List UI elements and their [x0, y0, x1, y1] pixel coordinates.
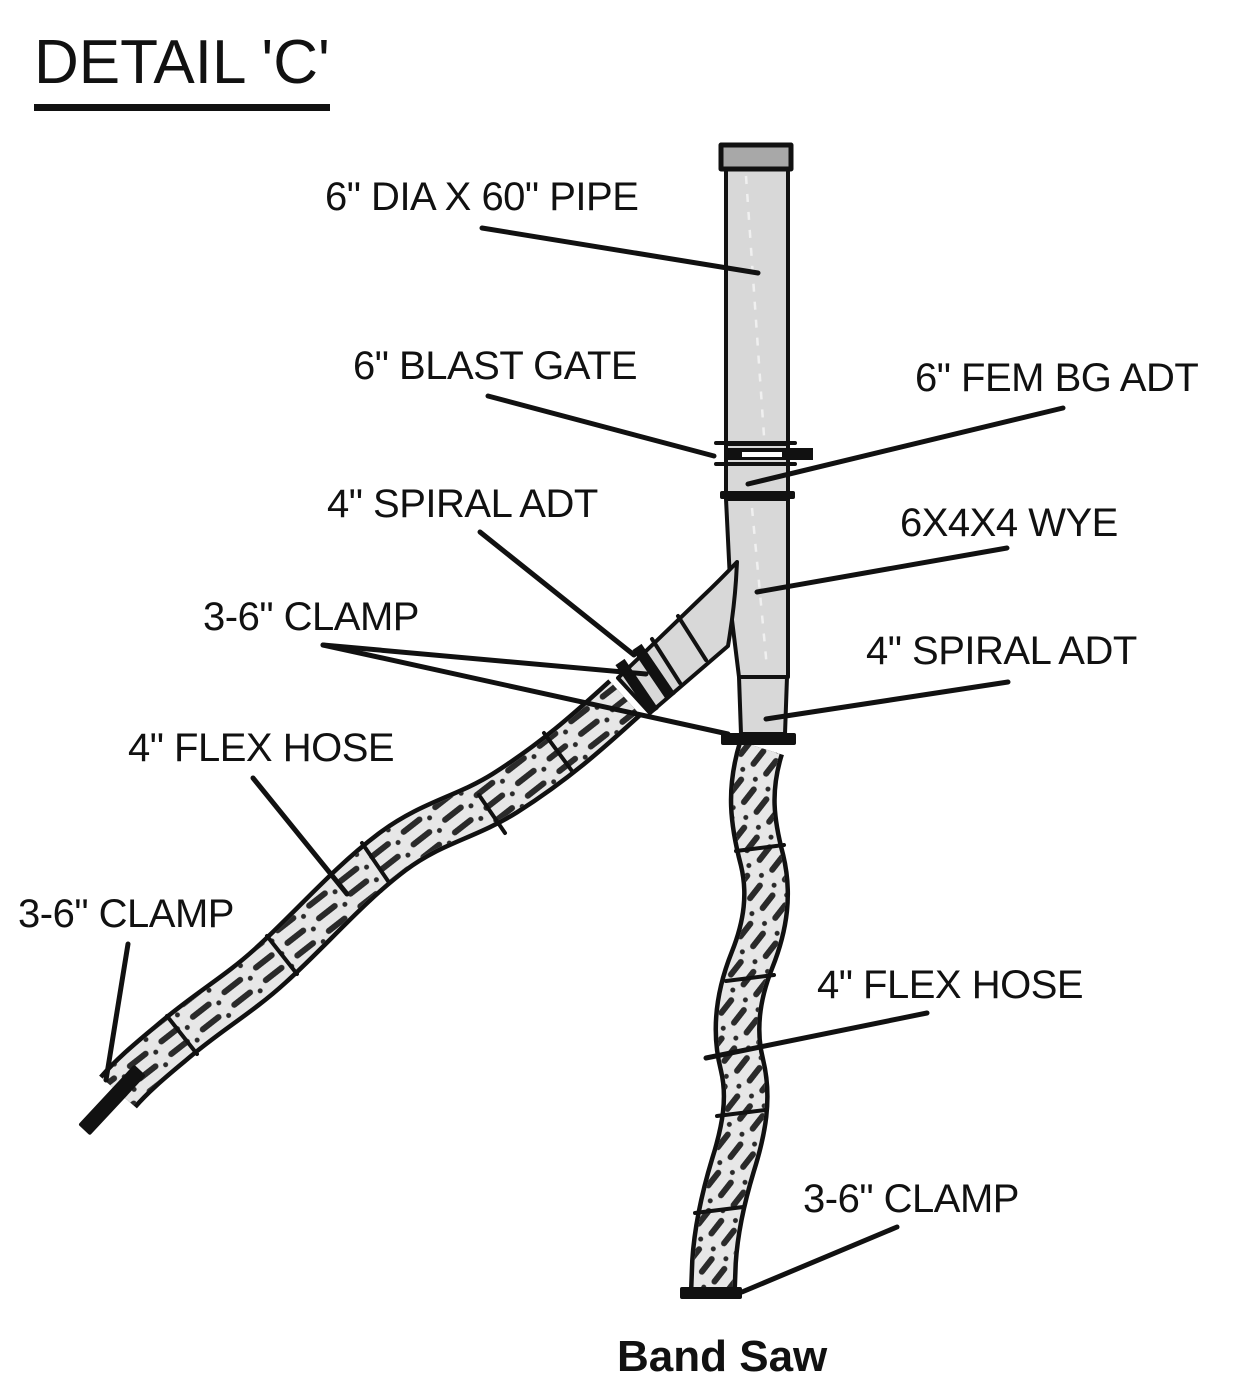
right-flex-hose [689, 740, 791, 1289]
label-wye: 6X4X4 WYE [900, 501, 1118, 545]
label-clamp-branch: 3-6" CLAMP [203, 595, 419, 639]
left-flex-hose [99, 679, 642, 1109]
label-clamp-right-end: 3-6" CLAMP [803, 1177, 1019, 1221]
leader-spiral-adt-main [763, 679, 1011, 722]
main-pipe [724, 166, 790, 446]
leader-flex-hose-right [703, 1010, 930, 1061]
leader-clamp-left-end [103, 941, 131, 1083]
label-clamp-left-end: 3-6" CLAMP [18, 892, 234, 936]
leader-clamp-right-end [739, 1224, 900, 1295]
branch-joint-line [676, 614, 708, 662]
left-hose-end-clamp [79, 1065, 145, 1135]
label-blast-gate: 6" BLAST GATE [353, 344, 638, 388]
spiral-adapter-main [737, 675, 789, 736]
label-flex-hose-left: 4" FLEX HOSE [128, 726, 395, 770]
label-fem-bg-adt: 6" FEM BG ADT [915, 356, 1199, 400]
wye-branch [615, 560, 739, 716]
label-band-saw: Band Saw [617, 1332, 828, 1381]
leader-flex-hose-left [250, 775, 350, 897]
leader-spiral-adt-branch [477, 529, 637, 658]
main-run-clamp [721, 733, 796, 745]
leader-fem-bg-adt [745, 405, 1066, 487]
pipe-cap [718, 142, 794, 172]
right-hose-end-clamp [680, 1287, 742, 1299]
leader-blast-gate [485, 393, 717, 459]
label-spiral-adt-branch: 4" SPIRAL ADT [327, 482, 598, 526]
label-spiral-adt-main: 4" SPIRAL ADT [866, 629, 1137, 673]
leader-clamp-branch-2 [320, 642, 731, 737]
leader-lines [103, 225, 1066, 1295]
page-title: DETAIL 'C' [34, 30, 330, 112]
branch-clamp-band [632, 643, 676, 701]
blast-gate [714, 441, 813, 496]
label-pipe: 6" DIA X 60" PIPE [325, 175, 639, 219]
leader-wye [754, 545, 1010, 595]
label-flex-hose-right: 4" FLEX HOSE [817, 963, 1084, 1007]
leader-clamp-branch-1 [320, 642, 649, 677]
leader-pipe [479, 225, 761, 276]
fem-bg-adapter-joint [720, 491, 795, 499]
spiral-adapter-branch-joint [650, 637, 682, 685]
blast-gate-slot [742, 452, 782, 457]
